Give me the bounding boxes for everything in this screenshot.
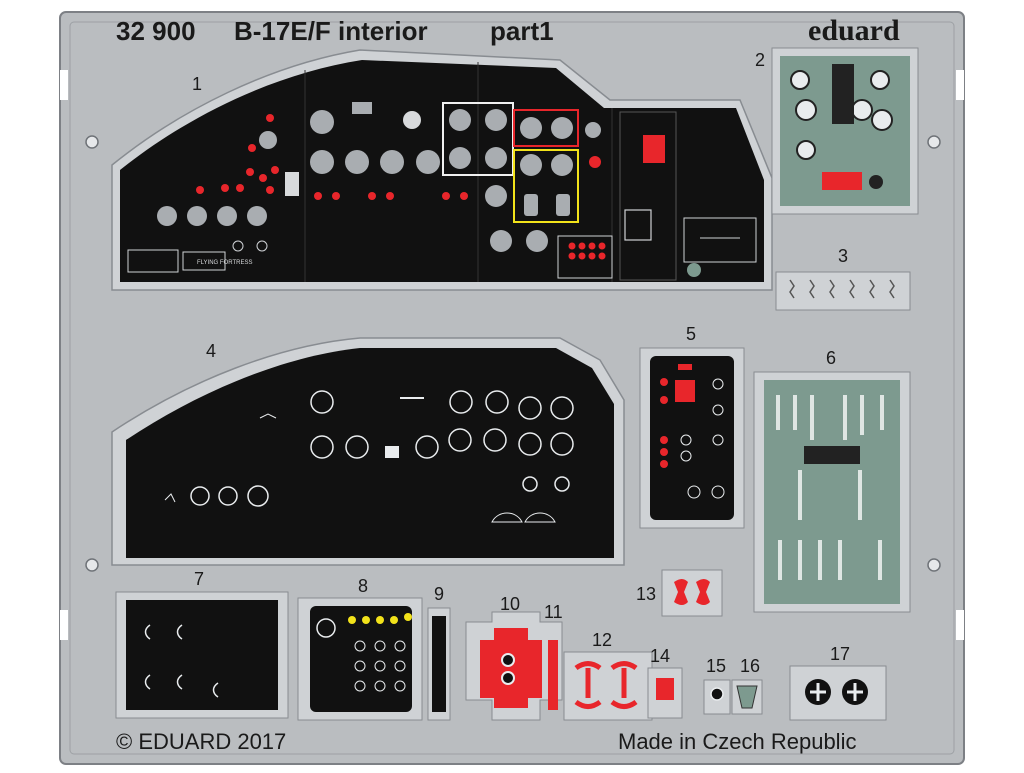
part-9-strip [427, 607, 451, 721]
part-number-13: 13 [636, 584, 656, 604]
part-number-10: 10 [500, 594, 520, 614]
mount-hole-left-bottom [85, 558, 99, 572]
part-number-2: 2 [755, 50, 765, 70]
part-3-strip [775, 271, 911, 311]
part-label: part1 [490, 16, 554, 46]
mount-hole-right-top [927, 135, 941, 149]
part-number-5: 5 [686, 324, 696, 344]
part-number-3: 3 [838, 246, 848, 266]
part-17-dials [789, 665, 887, 721]
part-number-15: 15 [706, 656, 726, 676]
part-number-16: 16 [740, 656, 760, 676]
part-1-instrument-panel: FLYING FORTRESS [111, 49, 773, 291]
part-10-red-plate [465, 611, 563, 721]
part-number-11: 11 [544, 602, 563, 622]
part-number-6: 6 [826, 348, 836, 368]
part-number-7: 7 [194, 569, 204, 589]
part-8-panel [297, 597, 423, 721]
part-12-pedals [563, 651, 653, 721]
product-title: B-17E/F interior [234, 16, 428, 46]
brand-logo: eduard [808, 14, 900, 47]
part-2-green-panel [771, 47, 919, 215]
part-5-side-panel [639, 347, 745, 529]
part-number-8: 8 [358, 576, 368, 596]
part-number-1: 1 [192, 74, 202, 94]
copyright-text: © EDUARD 2017 [116, 729, 286, 754]
part-number-17: 17 [830, 644, 850, 664]
origin-text: Made in Czech Republic [618, 729, 856, 754]
part-7-panel [115, 591, 289, 719]
part-6-green-panel [753, 371, 911, 613]
part-number-12: 12 [592, 630, 612, 650]
product-code: 32 900 [116, 16, 196, 46]
part-number-14: 14 [650, 646, 670, 666]
part-4-instrument-panel [111, 337, 625, 566]
part-11-strip [548, 640, 558, 710]
part-16-plate [731, 679, 763, 715]
mount-hole-right-bottom [927, 558, 941, 572]
part-15-knob [703, 679, 731, 715]
part-13-parts [661, 569, 723, 617]
part-14-block [647, 667, 683, 719]
part-number-9: 9 [434, 584, 444, 604]
part-number-4: 4 [206, 341, 216, 361]
mount-hole-left-top [85, 135, 99, 149]
flying-fortress-badge: FLYING FORTRESS [197, 260, 252, 266]
